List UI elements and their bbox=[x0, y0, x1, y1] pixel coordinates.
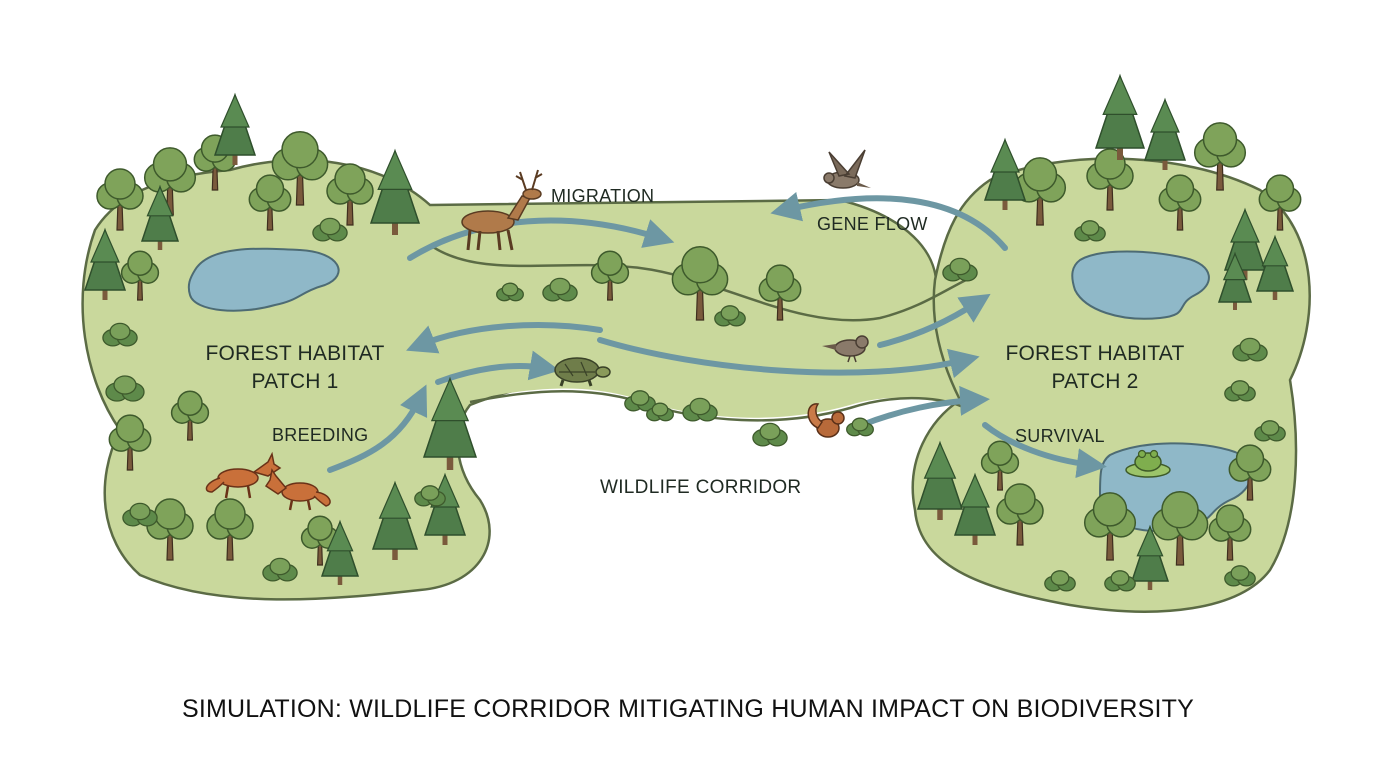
bush-icon bbox=[102, 322, 138, 347]
tree-icon bbox=[206, 498, 254, 561]
tree-icon bbox=[170, 390, 210, 441]
tree-icon bbox=[758, 264, 802, 321]
tree-icon bbox=[1208, 504, 1252, 561]
vegetation bbox=[83, 73, 1302, 592]
tree-icon bbox=[1013, 157, 1067, 226]
wildlife-corridor-label: WILDLIFE CORRIDOR bbox=[600, 477, 802, 498]
perched-bird-icon bbox=[822, 335, 869, 363]
pine-tree-icon bbox=[916, 440, 964, 520]
bush-icon bbox=[312, 217, 348, 242]
patch-1-label-line1: FOREST HABITAT bbox=[205, 342, 385, 365]
deer-icon bbox=[461, 169, 543, 251]
bush-icon bbox=[542, 277, 578, 302]
tree-icon bbox=[271, 131, 329, 206]
tree-icon bbox=[1258, 174, 1302, 231]
tree-icon bbox=[1151, 491, 1209, 566]
arrow-east-1 bbox=[597, 337, 980, 379]
pine-tree-icon bbox=[422, 376, 478, 470]
corridor-top-edge bbox=[429, 243, 971, 322]
pine-tree-icon bbox=[140, 184, 180, 250]
tree-icon bbox=[120, 250, 160, 301]
bush-icon bbox=[1224, 380, 1256, 402]
arrow-survival bbox=[982, 422, 1107, 479]
patch-1-label-line2: PATCH 1 bbox=[251, 370, 339, 393]
tree-icon bbox=[1193, 122, 1247, 191]
tree-icon bbox=[248, 174, 292, 231]
pine-tree-icon bbox=[1255, 234, 1295, 300]
pine-tree-icon bbox=[213, 92, 257, 165]
arrow-breeding bbox=[327, 384, 428, 473]
pine-tree-icon bbox=[369, 148, 421, 235]
pine-tree-icon bbox=[1143, 97, 1187, 170]
tree-icon bbox=[300, 515, 340, 566]
arrow-west bbox=[406, 322, 603, 354]
arrow-east-3 bbox=[859, 385, 990, 428]
bush-icon bbox=[942, 257, 978, 282]
bush-icon bbox=[122, 502, 158, 527]
squirrel-icon bbox=[807, 403, 845, 438]
tree-icon bbox=[1158, 174, 1202, 231]
corridor-bottom-edge bbox=[469, 390, 966, 422]
pond-patch-1 bbox=[187, 247, 340, 312]
tree-icon bbox=[996, 483, 1044, 546]
tree-icon bbox=[1228, 444, 1272, 501]
tree-icon bbox=[108, 414, 152, 471]
tree-icon bbox=[671, 246, 729, 321]
bush-icon bbox=[1074, 220, 1106, 242]
bush-icon bbox=[646, 402, 674, 422]
gene-flow-label: GENE FLOW bbox=[817, 214, 928, 234]
fox-pup-icon bbox=[264, 468, 331, 511]
bush-icon bbox=[1232, 337, 1268, 362]
turtle-icon bbox=[554, 357, 611, 387]
pine-tree-icon bbox=[953, 472, 997, 545]
pine-tree-icon bbox=[371, 480, 419, 560]
tree-icon bbox=[326, 163, 374, 226]
bush-icon bbox=[414, 485, 446, 507]
arrow-migration bbox=[407, 217, 675, 261]
patch-2-label-line1: FOREST HABITAT bbox=[1005, 342, 1185, 365]
bush-icon bbox=[1224, 565, 1256, 587]
pine-tree-icon bbox=[1217, 251, 1253, 310]
survival-label: SURVIVAL bbox=[1015, 426, 1105, 446]
pine-tree-icon bbox=[983, 137, 1027, 210]
arrow-corridor-in bbox=[435, 350, 560, 385]
tree-icon bbox=[590, 250, 630, 301]
pine-tree-icon bbox=[1130, 524, 1170, 590]
bush-icon bbox=[752, 422, 788, 447]
tree-icon bbox=[980, 440, 1020, 491]
bush-icon bbox=[682, 397, 718, 422]
patch-2-label: FOREST HABITAT PATCH 2 bbox=[990, 340, 1200, 396]
patch-2-label-line2: PATCH 2 bbox=[1051, 370, 1139, 393]
diagram-caption: SIMULATION: WILDLIFE CORRIDOR MITIGATING… bbox=[181, 695, 1195, 723]
migration-label: MIGRATION bbox=[551, 186, 655, 206]
tree-icon bbox=[96, 168, 144, 231]
arrow-gene-flow bbox=[770, 192, 1008, 251]
tree-icon bbox=[1083, 492, 1137, 561]
fox-icon bbox=[205, 451, 282, 499]
bush-icon bbox=[105, 375, 145, 402]
pine-tree-icon bbox=[1094, 73, 1146, 160]
bush-icon bbox=[714, 305, 746, 327]
bush-icon bbox=[1044, 570, 1076, 592]
bush-icon bbox=[624, 390, 656, 412]
bush-icon bbox=[1254, 420, 1286, 442]
pond-patch-2 bbox=[1071, 250, 1210, 320]
bush-icon bbox=[846, 417, 874, 437]
bush-icon bbox=[262, 557, 298, 582]
breeding-label: BREEDING bbox=[272, 425, 369, 445]
pine-tree-icon bbox=[83, 227, 127, 300]
arrow-east-2 bbox=[877, 293, 991, 348]
patch-1-label: FOREST HABITAT PATCH 1 bbox=[190, 340, 400, 396]
flow-arrows bbox=[327, 192, 1107, 479]
pine-tree-icon bbox=[320, 519, 360, 585]
bush-icon bbox=[496, 282, 524, 302]
bird-icon bbox=[823, 149, 871, 189]
tree-icon bbox=[146, 498, 194, 561]
bush-icon bbox=[1104, 570, 1136, 592]
frog-icon bbox=[1125, 449, 1171, 478]
